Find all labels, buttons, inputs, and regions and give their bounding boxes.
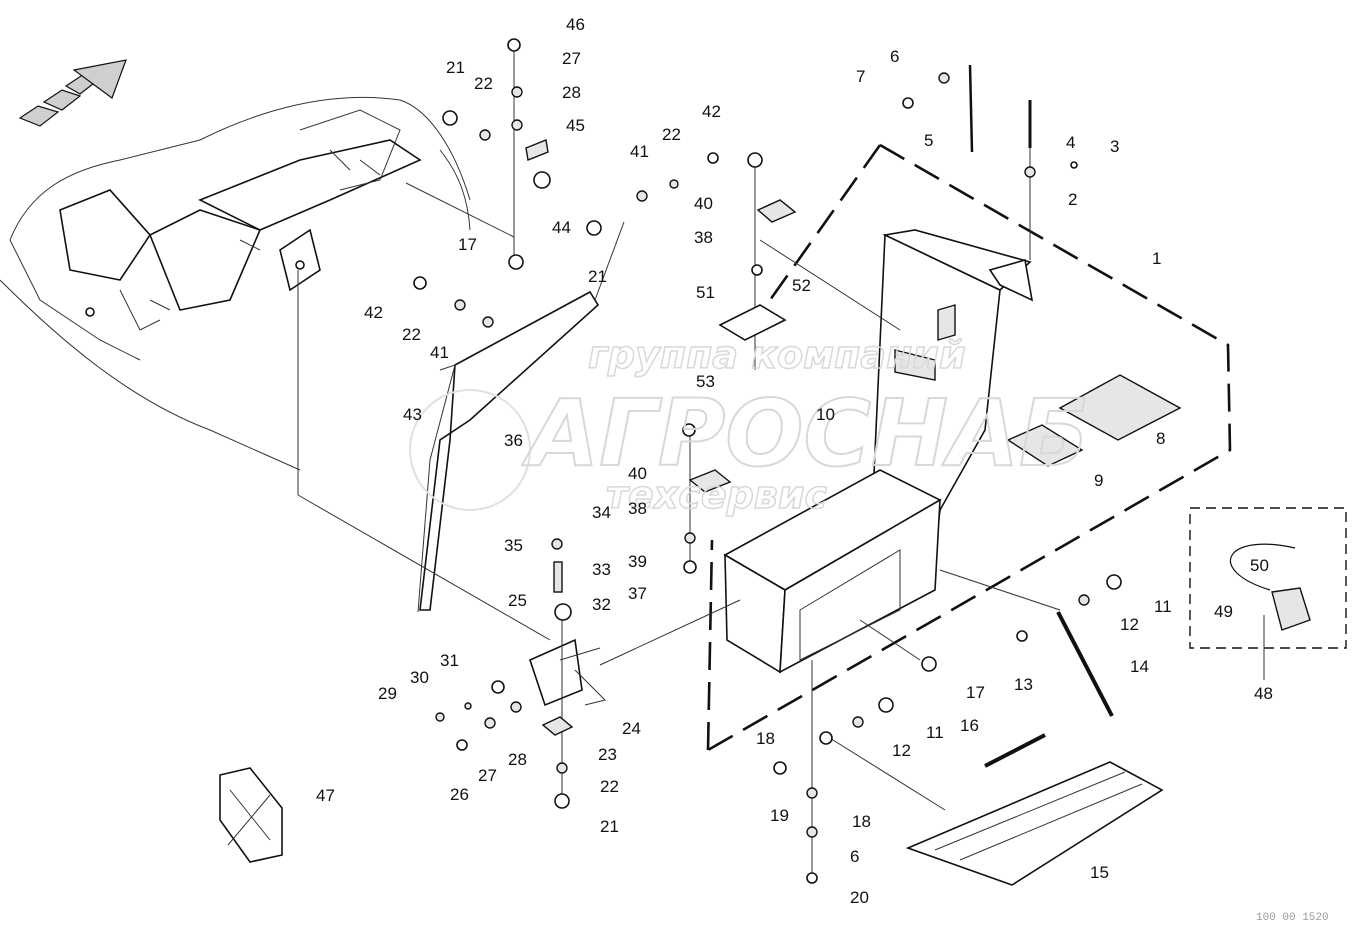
callout-19: 19 xyxy=(770,806,789,825)
callout-15: 15 xyxy=(1090,863,1109,882)
detail-box-48-50 xyxy=(1189,507,1347,649)
callout-24: 24 xyxy=(622,719,641,738)
callout-21-top: 21 xyxy=(446,58,465,77)
callout-22-a: 22 xyxy=(474,74,493,93)
callout-20: 20 xyxy=(850,888,869,907)
callout-27-b: 27 xyxy=(478,766,497,785)
callout-7: 7 xyxy=(856,67,865,86)
assembly-boundary-1b xyxy=(706,144,882,751)
callout-22-c: 22 xyxy=(402,325,421,344)
callout-50: 50 xyxy=(1250,556,1269,575)
watermark-line2: АГРОСНАБ xyxy=(522,380,1089,487)
callout-10: 10 xyxy=(816,405,835,424)
callout-37: 37 xyxy=(628,584,647,603)
direction-arrow-icon xyxy=(18,59,127,127)
rod-16 xyxy=(984,733,1046,768)
callout-43: 43 xyxy=(403,405,422,424)
callout-41-b: 41 xyxy=(430,343,449,362)
callout-16: 16 xyxy=(960,716,979,735)
callout-42-b: 42 xyxy=(364,303,383,322)
callout-35: 35 xyxy=(504,536,523,555)
callout-28-b: 28 xyxy=(508,750,527,769)
callout-22-d: 22 xyxy=(600,777,619,796)
callout-1: 1 xyxy=(1152,249,1161,268)
callout-29: 29 xyxy=(378,684,397,703)
callout-27-a: 27 xyxy=(562,49,581,68)
callout-21-bottom: 21 xyxy=(600,817,619,836)
callout-2: 2 xyxy=(1068,190,1077,209)
cover-plate-15 xyxy=(905,761,1164,886)
callout-47: 47 xyxy=(316,786,335,805)
callout-45: 45 xyxy=(566,116,585,135)
callout-13: 13 xyxy=(1014,675,1033,694)
assembly-boundary-1 xyxy=(707,143,1232,752)
callout-34: 34 xyxy=(592,503,611,522)
callout-52: 52 xyxy=(792,276,811,295)
jerry-can-47 xyxy=(219,767,283,863)
callout-17-bottom: 17 xyxy=(966,683,985,702)
lamp-49 xyxy=(1271,587,1311,631)
callout-46: 46 xyxy=(566,15,585,34)
callout-38-b: 38 xyxy=(628,499,647,518)
callout-40-a: 40 xyxy=(694,194,713,213)
strut-14 xyxy=(1056,611,1114,717)
callout-4: 4 xyxy=(1066,133,1075,152)
callout-31: 31 xyxy=(440,651,459,670)
document-code: 100 00 1520 xyxy=(1256,912,1329,924)
callout-32: 32 xyxy=(592,595,611,614)
watermark: группа компаний АГРОСНАБ техсервис xyxy=(409,332,1090,518)
callout-6: 6 xyxy=(890,47,899,66)
callout-23: 23 xyxy=(598,745,617,764)
callout-11: 11 xyxy=(1154,597,1172,616)
callout-36: 36 xyxy=(504,431,523,450)
callout-41-a: 41 xyxy=(630,142,649,161)
callout-33: 33 xyxy=(592,560,611,579)
watermark-line3: техсервис xyxy=(606,473,827,517)
callout-51: 51 xyxy=(696,283,715,302)
callout-38-a: 38 xyxy=(694,228,713,247)
bracket-24 xyxy=(529,638,606,707)
callout-40-b: 40 xyxy=(628,464,647,483)
callout-25: 25 xyxy=(508,591,527,610)
callout-11-bottom: 11 xyxy=(926,723,944,742)
callout-28-a: 28 xyxy=(562,83,581,102)
callout-30: 30 xyxy=(410,668,429,687)
cable-50 xyxy=(1229,543,1296,591)
callout-44: 44 xyxy=(552,218,571,237)
callout-3: 3 xyxy=(1110,137,1119,156)
callout-6-bottom: 6 xyxy=(850,847,859,866)
callout-8: 8 xyxy=(1156,429,1165,448)
callout-42-a: 42 xyxy=(702,102,721,121)
callout-26: 26 xyxy=(450,785,469,804)
watermark-line1: группа компаний xyxy=(588,333,966,377)
callout-12-bottom: 12 xyxy=(892,741,911,760)
callout-21-mid: 21 xyxy=(588,267,607,286)
callout-12: 12 xyxy=(1120,615,1139,634)
callout-labels: 1 2 3 4 5 6 7 8 9 10 11 12 13 14 15 16 1… xyxy=(316,15,1273,907)
callout-17-top: 17 xyxy=(458,235,477,254)
callout-5: 5 xyxy=(924,131,933,150)
plate-8 xyxy=(1058,374,1182,441)
callout-49: 49 xyxy=(1214,602,1233,621)
tractor-frame xyxy=(0,96,471,471)
callout-9: 9 xyxy=(1094,471,1103,490)
callout-14: 14 xyxy=(1130,657,1149,676)
callout-39: 39 xyxy=(628,552,647,571)
tool-box xyxy=(723,229,1034,674)
callout-48: 48 xyxy=(1254,684,1273,703)
callout-22-b: 22 xyxy=(662,125,681,144)
plate-9 xyxy=(1006,424,1084,467)
side-panel-43 xyxy=(417,290,600,613)
callout-53: 53 xyxy=(696,372,715,391)
fasteners xyxy=(413,38,1122,884)
callout-18-a: 18 xyxy=(756,729,775,748)
callout-18-b: 18 xyxy=(852,812,871,831)
